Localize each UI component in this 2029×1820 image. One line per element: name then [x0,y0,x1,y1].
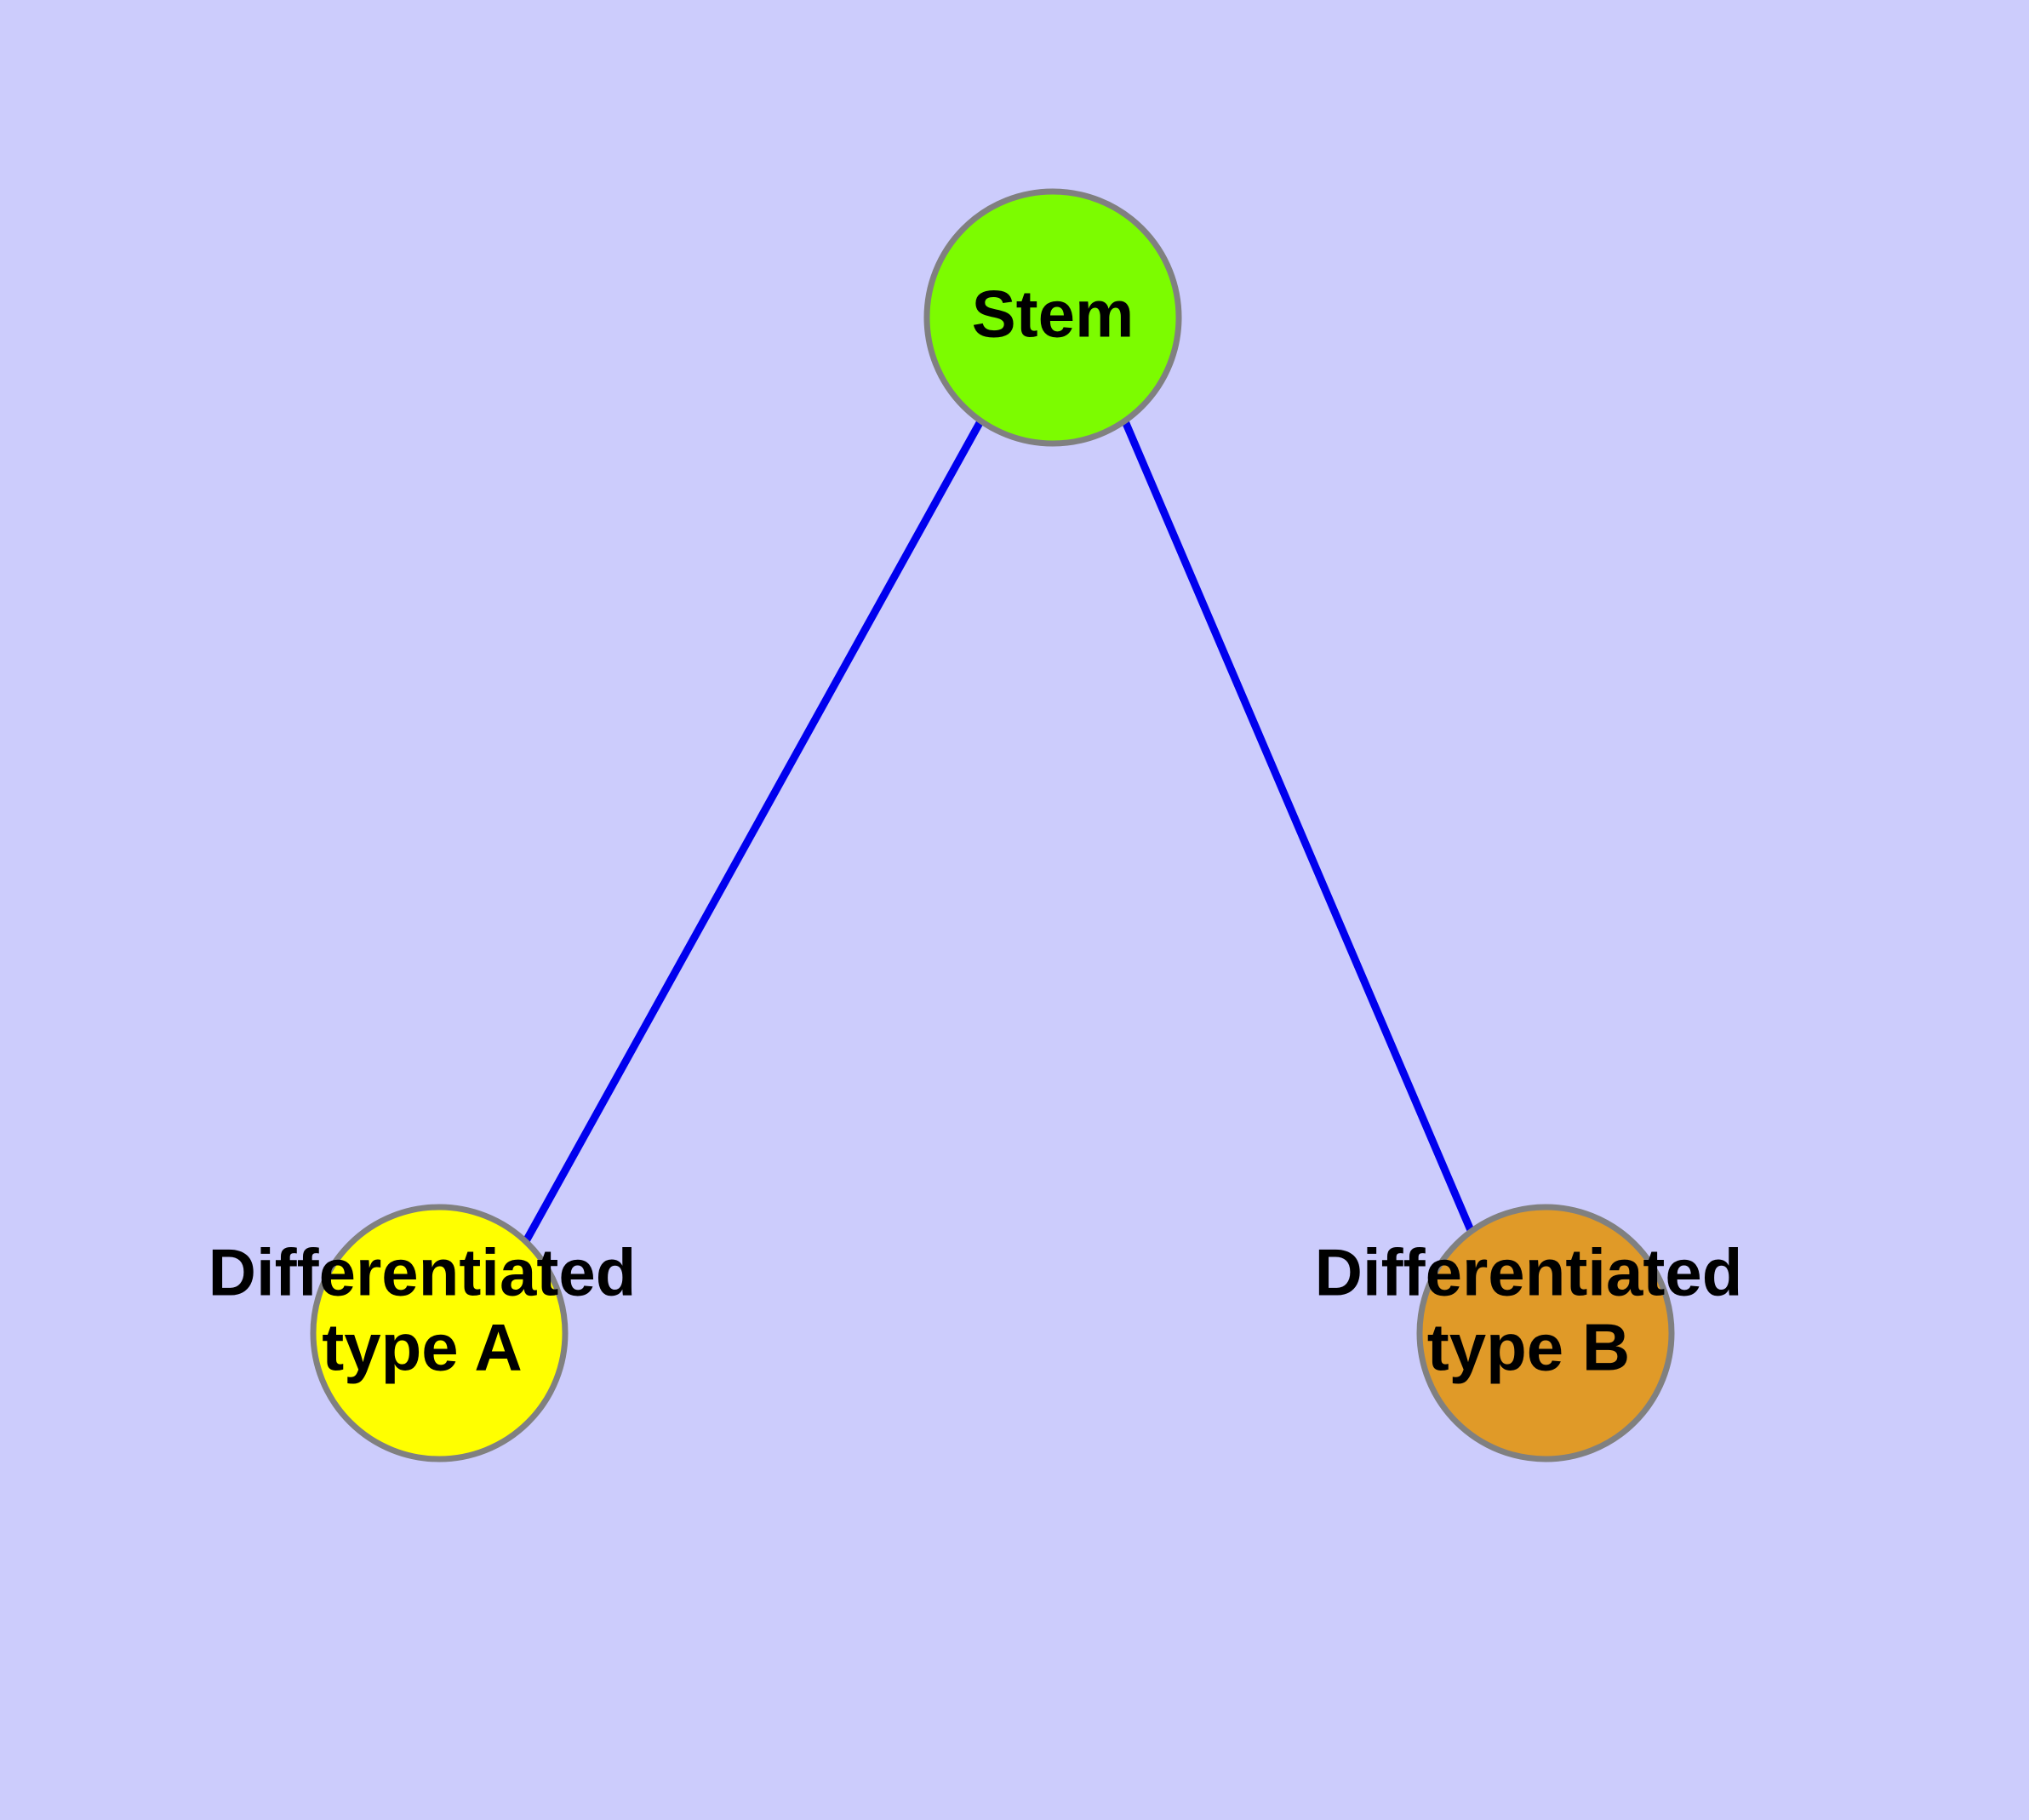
nodes-layer [310,188,1675,1462]
node-differentiated-type-b[interactable] [1416,1204,1675,1462]
node-differentiated-type-a[interactable] [310,1204,569,1462]
node-differentiated-type-a-label-line-2: type A [322,1310,523,1385]
labels-layer: Stem Differentiated type A Differentiate… [209,277,1743,1385]
node-stem-circle[interactable] [923,188,1182,447]
edge-stem-to-differentiated-a[interactable] [523,419,984,1244]
node-stem[interactable] [923,188,1182,447]
edge-stem-to-differentiated-b[interactable] [1121,420,1477,1236]
node-stem-label-line-1: Stem [972,277,1135,352]
node-differentiated-type-a-circle[interactable] [310,1204,569,1462]
node-differentiated-type-b-label-line-2: type B [1427,1310,1630,1385]
node-differentiated-type-b-circle[interactable] [1416,1204,1675,1462]
edges-layer [523,419,1477,1244]
node-differentiated-type-b-label-line-1: Differentiated [1315,1235,1743,1310]
node-differentiated-type-a-label-line-1: Differentiated [209,1235,637,1310]
